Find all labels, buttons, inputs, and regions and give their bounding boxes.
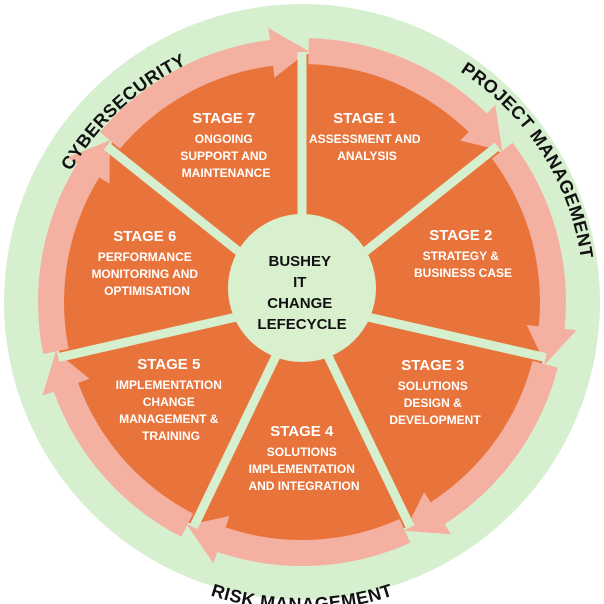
center-line: CHANGE — [267, 295, 332, 312]
stage-3-line: DEVELOPMENT — [389, 413, 481, 427]
stage-1-title: STAGE 1 — [333, 110, 396, 127]
stage-5-line: IMPLEMENTATION — [116, 378, 222, 392]
stage-4-line: SOLUTIONS — [267, 445, 337, 459]
stage-3-title: STAGE 3 — [401, 357, 464, 374]
stage-5-line: MANAGEMENT & — [119, 412, 219, 426]
stage-6-line: MONITORING AND — [91, 267, 198, 281]
stage-5-title: STAGE 5 — [137, 356, 200, 373]
center-line: LEFECYCLE — [257, 316, 346, 333]
stage-7-text: STAGE 7 ONGOING SUPPORT AND MAINTENANCE — [180, 110, 271, 180]
cycle-arrow — [404, 361, 558, 535]
stage-5-text: STAGE 5 IMPLEMENTATION CHANGE MANAGEMENT… — [116, 356, 227, 443]
stage-5-line: CHANGE — [143, 395, 195, 409]
center-line: IT — [293, 274, 306, 291]
stage-4-line: AND INTEGRATION — [248, 479, 359, 493]
cycle-arrow — [187, 516, 411, 566]
stage-4-line: IMPLEMENTATION — [249, 462, 355, 476]
stage-3-text: STAGE 3 SOLUTIONS DESIGN & DEVELOPMENT — [389, 357, 481, 427]
cycle-arrow — [42, 351, 194, 537]
stage-3-line: SOLUTIONS — [398, 379, 468, 393]
stage-1-line: ASSESSMENT AND — [309, 132, 421, 146]
cycle-arrows — [38, 28, 577, 566]
stage-2-line: BUSINESS CASE — [414, 266, 512, 280]
stage-7-title: STAGE 7 — [192, 110, 255, 127]
stage-6-text: STAGE 6 PERFORMANCE MONITORING AND OPTIM… — [91, 228, 202, 298]
center-line: BUSHEY — [269, 253, 332, 270]
stage-6-line: PERFORMANCE — [98, 250, 192, 264]
cycle-arrow — [99, 28, 309, 149]
stage-1-line: ANALYSIS — [337, 149, 397, 163]
stage-7-line: MAINTENANCE — [182, 166, 271, 180]
stage-5-line: TRAINING — [142, 429, 200, 443]
center-hub — [228, 214, 376, 362]
stage-4-segment — [194, 302, 410, 550]
stage-7-line: ONGOING — [195, 132, 253, 146]
cycle-arrow — [308, 38, 503, 151]
stage-7-line: SUPPORT AND — [180, 149, 267, 163]
stage-1-text: STAGE 1 ASSESSMENT AND ANALYSIS — [309, 110, 425, 163]
stage-6-title: STAGE 6 — [113, 228, 176, 245]
stage-2-text: STAGE 2 STRATEGY & BUSINESS CASE — [414, 227, 512, 280]
stage-2-title: STAGE 2 — [429, 227, 492, 244]
stage-4-text: STAGE 4 SOLUTIONS IMPLEMENTATION AND INT… — [248, 423, 359, 493]
center-title: BUSHEY IT CHANGE LEFECYCLE — [257, 253, 346, 333]
cycle-arrow — [38, 140, 110, 354]
cycle-arrow — [491, 142, 577, 365]
stage-4-title: STAGE 4 — [270, 423, 334, 440]
stage-2-line: STRATEGY & — [423, 249, 500, 263]
stage-3-line: DESIGN & — [404, 396, 462, 410]
stage-6-line: OPTIMISATION — [104, 284, 190, 298]
